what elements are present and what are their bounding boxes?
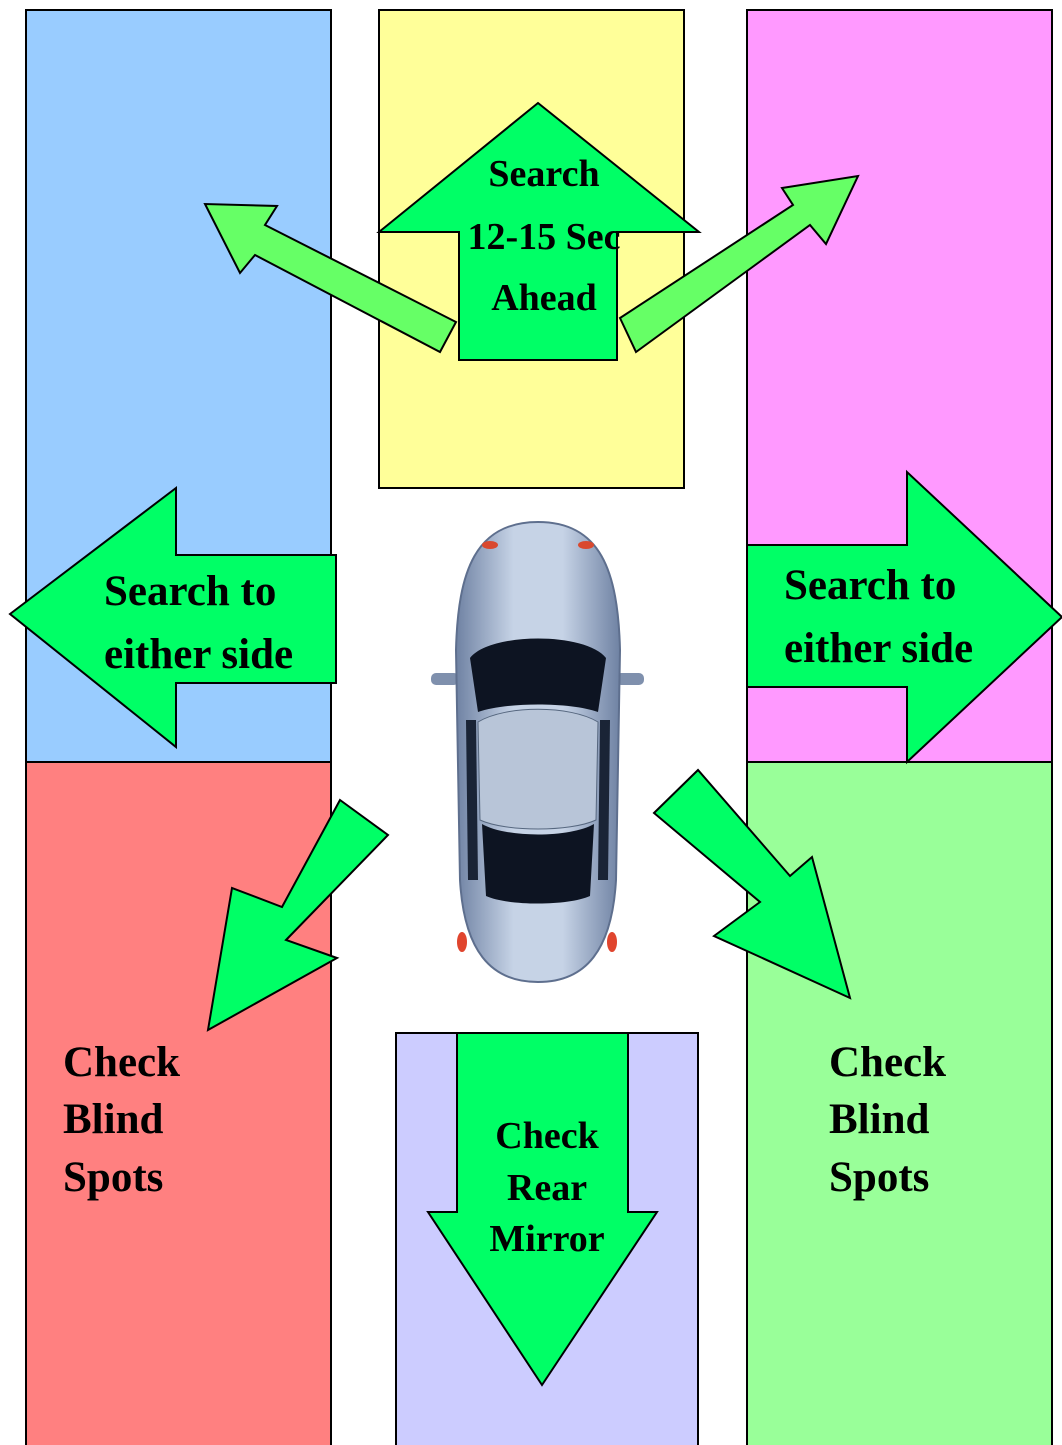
ahead-label-line3: Ahead (491, 277, 597, 319)
left-blind-label-line2: Blind (63, 1096, 163, 1143)
left-blind-label-line3: Spots (63, 1154, 163, 1201)
right-side-label-line1: Search to (784, 562, 956, 609)
rear-label-line1: Check (495, 1115, 599, 1157)
ahead-label-line1: Search (488, 153, 599, 195)
left-side-label-line2: either side (104, 631, 293, 678)
right-blind-label-line1: Check (829, 1039, 946, 1086)
car-top-view-icon (431, 522, 644, 982)
right-side-label-line2: either side (784, 625, 973, 672)
ahead-label-line2: 12-15 Sec (467, 216, 620, 258)
left-blind-label-line1: Check (63, 1039, 180, 1086)
right-blind-label-line3: Spots (829, 1154, 929, 1201)
right-blind-label-line2: Blind (829, 1096, 929, 1143)
rear-label-line3: Mirror (489, 1218, 604, 1260)
left-side-label-line1: Search to (104, 568, 276, 615)
rear-label-line2: Rear (507, 1167, 587, 1209)
